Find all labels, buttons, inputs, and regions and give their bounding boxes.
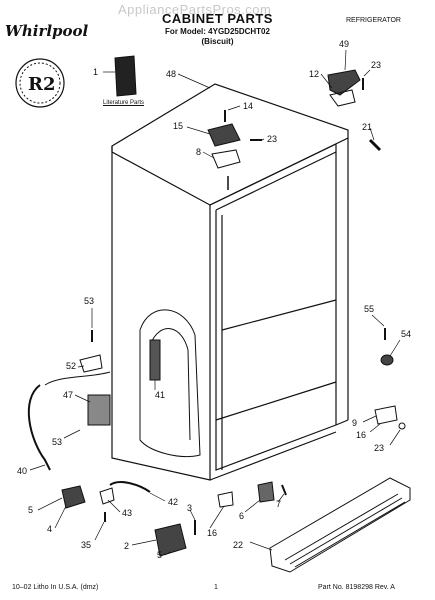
svg-text:R2: R2	[28, 74, 55, 95]
literature-parts-label: Literature Parts	[103, 100, 145, 106]
top-hinge-cover-icon	[327, 69, 361, 96]
roller-54-icon	[380, 354, 394, 366]
bracket-47-icon	[87, 394, 111, 426]
harness-41-icon	[149, 339, 161, 381]
callout-53: 53	[84, 296, 95, 306]
page-title: CABINET PARTS	[162, 11, 273, 26]
callout-40: 40	[17, 466, 28, 476]
brand-logo: Whirlpool	[5, 22, 89, 40]
top-hinge-icon	[329, 89, 356, 107]
footer-litho: 10–02 Litho In U.S.A. (dmz)	[12, 584, 99, 591]
callout-35: 35	[81, 540, 92, 550]
callout-14: 14	[243, 101, 254, 111]
callout-5: 5	[28, 505, 34, 515]
model-number: For Model: 4YGD25DCHT02	[165, 27, 270, 36]
part-4-icon	[61, 485, 86, 509]
callout-1: 1	[93, 67, 99, 77]
callout-48: 48	[166, 69, 177, 79]
callout-8: 8	[196, 147, 202, 157]
center-hinge-icon	[211, 149, 241, 169]
callout-54: 54	[401, 329, 412, 339]
callout-23: 23	[374, 443, 385, 453]
callout-2: 2	[124, 541, 130, 551]
callout-16: 16	[207, 528, 218, 538]
dispenser-cutout	[139, 309, 201, 458]
footer-page: 1	[214, 584, 218, 591]
callout-21: 21	[362, 122, 373, 132]
appliance-category: REFRIGERATOR	[346, 17, 401, 24]
watermark-text: AppliancePartsPros.com	[118, 2, 272, 17]
callout-9: 9	[352, 418, 358, 428]
callout-4: 4	[47, 524, 53, 534]
callout-55: 55	[364, 304, 375, 314]
badge-seal-icon: R2	[15, 58, 65, 108]
leveler-icon	[154, 523, 187, 557]
toe-grille-icon	[269, 477, 411, 573]
footer-partno: Part No. 8198298 Rev. A	[318, 584, 395, 591]
callout-15: 15	[173, 121, 184, 131]
cabinet-shell	[111, 83, 349, 481]
callout-12: 12	[309, 69, 320, 79]
callout-42: 42	[168, 497, 179, 507]
callout-43: 43	[122, 508, 133, 518]
callout-53: 53	[52, 437, 63, 447]
literature-booklet-icon	[114, 55, 137, 97]
callout-22: 22	[233, 540, 244, 550]
callout-49: 49	[339, 39, 350, 49]
callout-3: 3	[187, 503, 193, 513]
callout-16: 16	[356, 430, 367, 440]
callout-7: 7	[276, 499, 282, 509]
center-hinge-cover-icon	[207, 123, 241, 147]
callout-23: 23	[267, 134, 278, 144]
callout-23: 23	[371, 60, 382, 70]
callout-6: 6	[239, 511, 245, 521]
callout-47: 47	[63, 390, 74, 400]
callout-52: 52	[66, 361, 77, 371]
callout-41: 41	[155, 390, 166, 400]
wire-harness-icon	[27, 384, 51, 471]
callout-5: 5	[157, 550, 163, 560]
model-color: (Biscuit)	[201, 37, 234, 46]
